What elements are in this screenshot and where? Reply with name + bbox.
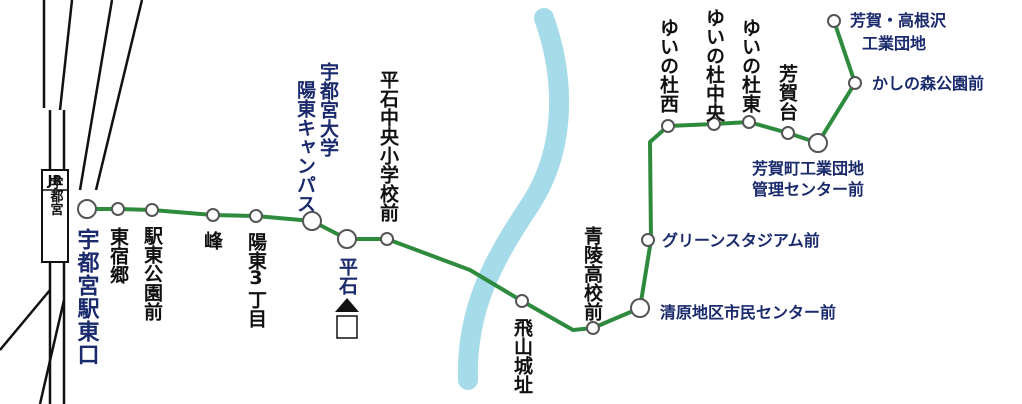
stop-marker-kashinomori[interactable] [848, 76, 862, 90]
stop-marker-hiraishi-school[interactable] [380, 232, 394, 246]
label-kiyohara: 清原地区市民センター前 [660, 303, 836, 322]
stop-marker-youtou-3[interactable] [249, 209, 263, 223]
jr-station-box: JR 宇都宮 [41, 169, 69, 263]
label-univ-line1: 宇都宮大学 [317, 62, 340, 157]
label-hiraishi-school: 平石中央小学校前 [377, 70, 400, 222]
label-univ-line2: 陽東キャンパス [294, 80, 316, 213]
label-yuinomori-center: ゆいの杜中央 [703, 8, 725, 123]
label-higashijuku: 東宿郷 [107, 226, 129, 285]
stop-marker-mine[interactable] [206, 208, 220, 222]
jr-station-name: 宇都宮 [48, 176, 65, 216]
stop-marker-haga-takanezawa[interactable] [827, 14, 841, 28]
railway-lines [0, 0, 144, 404]
label-haga-takanezawa-line1: 芳賀・高根沢 [850, 11, 947, 30]
label-youtou-3-b: 3 [249, 267, 262, 289]
stop-marker-higashijuku[interactable] [111, 202, 125, 216]
stop-marker-eki-higashi-koen[interactable] [145, 203, 159, 217]
stop-marker-kiyohara[interactable] [630, 298, 650, 318]
label-youtou-3-a: 陽東 [245, 232, 267, 271]
stop-marker-seiryo-hs[interactable] [586, 321, 600, 335]
label-mine: 峰 [201, 230, 223, 250]
stop-marker-green-stadium[interactable] [641, 233, 655, 247]
label-seiryo-hs: 青陵高校前 [581, 226, 603, 321]
label-hagadai: 芳賀台 [776, 63, 799, 121]
label-yuinomori-west: ゆいの杜西 [657, 18, 679, 113]
jr-operator-label: JR [47, 174, 63, 189]
label-kashinomori: かしの森公園前 [872, 74, 984, 93]
river [457, 8, 570, 390]
stop-marker-yuinomori-east[interactable] [742, 115, 756, 129]
stop-marker-tobiyama[interactable] [515, 294, 529, 308]
label-youtou-3-c: 丁目 [245, 290, 267, 328]
label-green-stadium: グリーンスタジアム前 [662, 231, 820, 250]
stop-marker-utsunomiya-east[interactable] [77, 199, 97, 219]
label-utsunomiya-east: 宇都宮駅東口 [74, 228, 101, 366]
stop-marker-hagadai[interactable] [781, 126, 795, 140]
label-tobiyama: 飛山城址 [511, 318, 533, 394]
stops [77, 14, 862, 335]
label-haga-industrial-line2: 管理センター前 [752, 180, 864, 199]
label-eki-higashi-koen: 駅東公園前 [141, 226, 164, 321]
label-hiraishi: 平石 [336, 257, 359, 296]
stop-marker-hiraishi[interactable] [337, 229, 357, 249]
triangle-house-icon [335, 298, 359, 339]
stop-marker-yuinomori-center[interactable] [707, 117, 721, 131]
label-haga-takanezawa-line2: 工業団地 [862, 34, 926, 53]
stop-marker-yuinomori-west[interactable] [661, 119, 675, 133]
bus-route-line [87, 20, 857, 332]
stop-marker-univ-campus[interactable] [302, 211, 322, 231]
stop-marker-haga-industrial[interactable] [808, 133, 828, 153]
label-yuinomori-east: ゆいの杜東 [739, 18, 761, 114]
label-haga-industrial-line1: 芳賀町工業団地 [752, 159, 864, 178]
